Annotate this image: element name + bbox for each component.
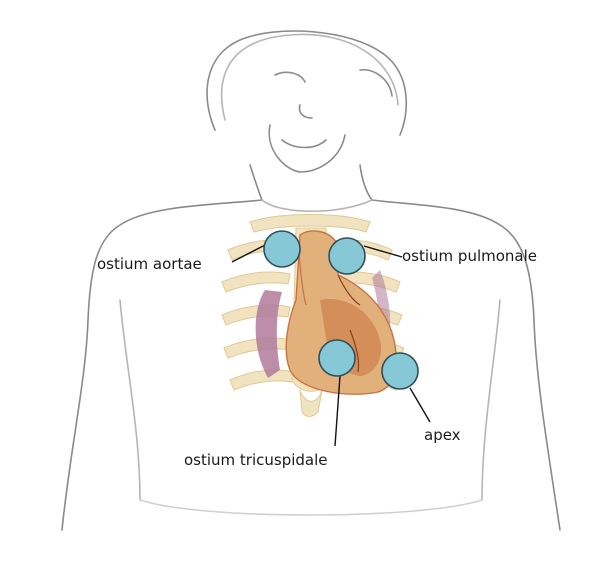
marker-ostium-aortae bbox=[264, 231, 300, 267]
label-ostium-pulmonale: ostium pulmonale bbox=[402, 247, 537, 265]
label-ostium-aortae: ostium aortae bbox=[97, 255, 202, 273]
label-ostium-tricuspidale: ostium tricuspidale bbox=[184, 451, 328, 469]
leader-apex bbox=[410, 388, 430, 422]
child-head bbox=[207, 31, 406, 200]
marker-ostium-tricuspidale bbox=[319, 340, 355, 376]
marker-apex bbox=[382, 353, 418, 389]
label-apex: apex bbox=[424, 426, 461, 444]
marker-ostium-pulmonale bbox=[329, 238, 365, 274]
